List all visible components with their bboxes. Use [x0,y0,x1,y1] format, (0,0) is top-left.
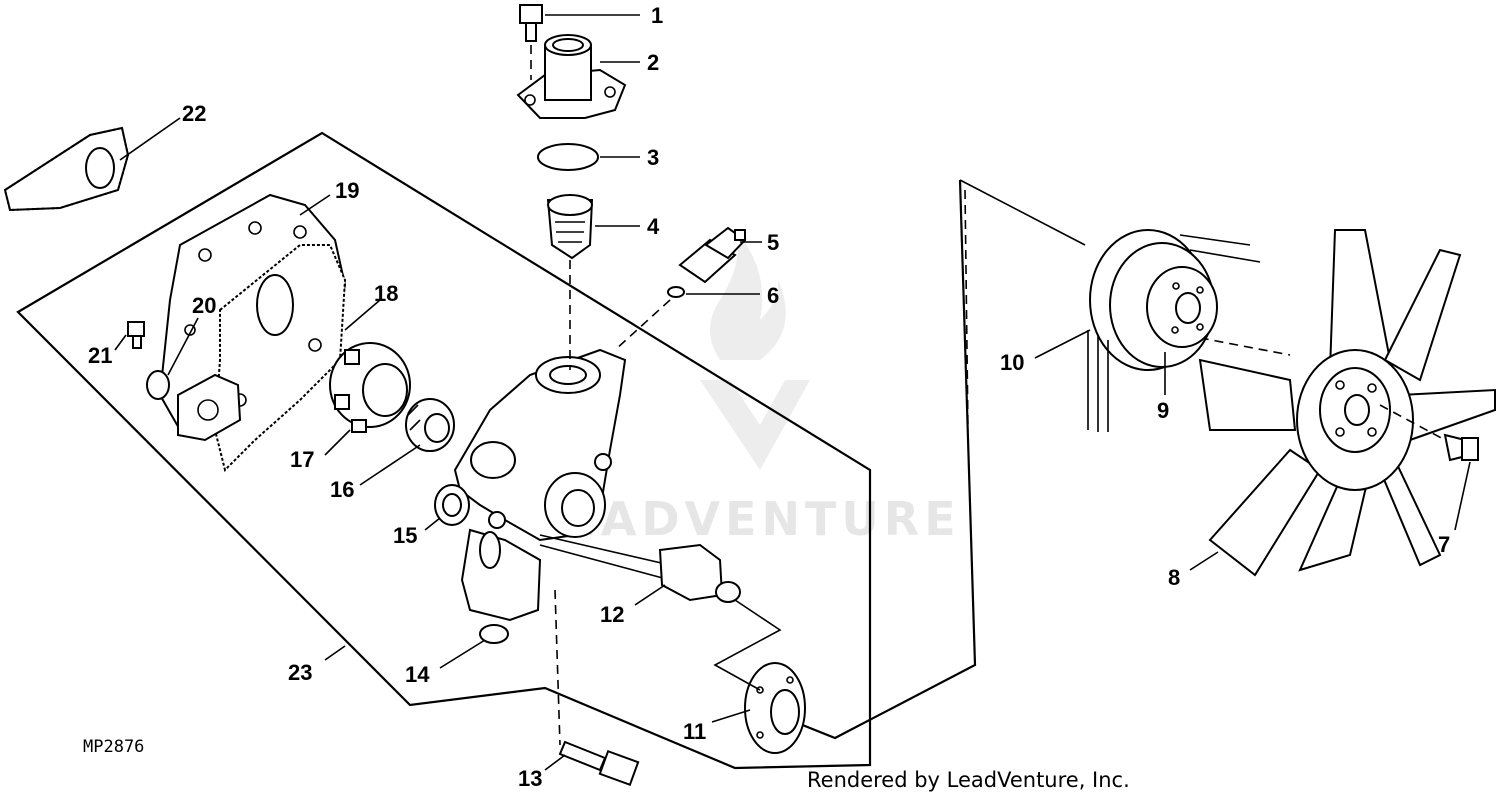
callout-14: 14 [405,662,430,687]
callout-6: 6 [767,283,779,308]
part-19-flange [177,373,242,442]
callout-9: 9 [1157,398,1169,423]
callout-2: 2 [647,50,659,75]
diagram-code: MP2876 [83,737,144,757]
part-17-impeller [329,342,411,433]
callout-17: 17 [290,447,314,472]
callout-23: 23 [288,660,312,685]
part-22-gasket [3,126,130,212]
callout-10: 10 [1000,350,1024,375]
callout-21: 21 [88,343,112,368]
footer-credit: Rendered by LeadVenture, Inc. [807,768,1130,792]
part-9-pulley-hub [1146,266,1218,348]
water-pump-housing [453,348,627,622]
part-12-shaft [539,534,741,603]
part-20-oring [146,370,170,400]
hub-guide-line [713,599,782,691]
callout-19: 19 [335,178,359,203]
callout-16: 16 [330,477,354,502]
callout-22: 22 [182,101,206,126]
part-13-bolt [558,740,640,787]
part-6-washer [667,286,685,298]
part-5-temp-sensor [678,226,747,284]
callout-13: 13 [518,766,542,791]
callout-5: 5 [767,230,779,255]
alignment-line-bolt13 [554,589,561,746]
callout-4: 4 [647,214,660,239]
callout-1: 1 [651,3,663,28]
part-21-bolt [127,321,145,349]
part-14-oring [479,624,509,644]
pulley-group-line [959,179,1086,246]
part-7-bolt [1443,433,1479,462]
alignment-line-sensor [614,299,671,351]
callout-11: 11 [683,719,706,744]
part-1-bolt [519,4,543,42]
part-4-thermostat [546,194,594,260]
part-11-hub [744,662,806,754]
part-8-fan [1198,229,1496,577]
callouts: 1 2 3 4 5 6 7 8 9 10 11 12 13 14 15 16 1… [88,3,1450,791]
callout-15: 15 [393,523,417,548]
alignment-line-bolt7 [1379,404,1446,441]
alignment-line-vertical [964,189,969,431]
assembly-group-outline [16,131,872,770]
callout-7: 7 [1438,532,1450,557]
callout-20: 20 [192,293,216,318]
part-2-outlet-elbow [516,34,627,119]
part-15-outlet [434,484,470,526]
callout-18: 18 [374,281,398,306]
callout-12: 12 [600,602,624,627]
pulley-group-outline [789,179,977,740]
callout-3: 3 [647,145,659,170]
part-18-plate [213,244,347,472]
part-3-gasket-ring [537,143,599,171]
part-16-seal [405,398,455,452]
leader-lines [114,14,1471,771]
callout-8: 8 [1168,565,1180,590]
